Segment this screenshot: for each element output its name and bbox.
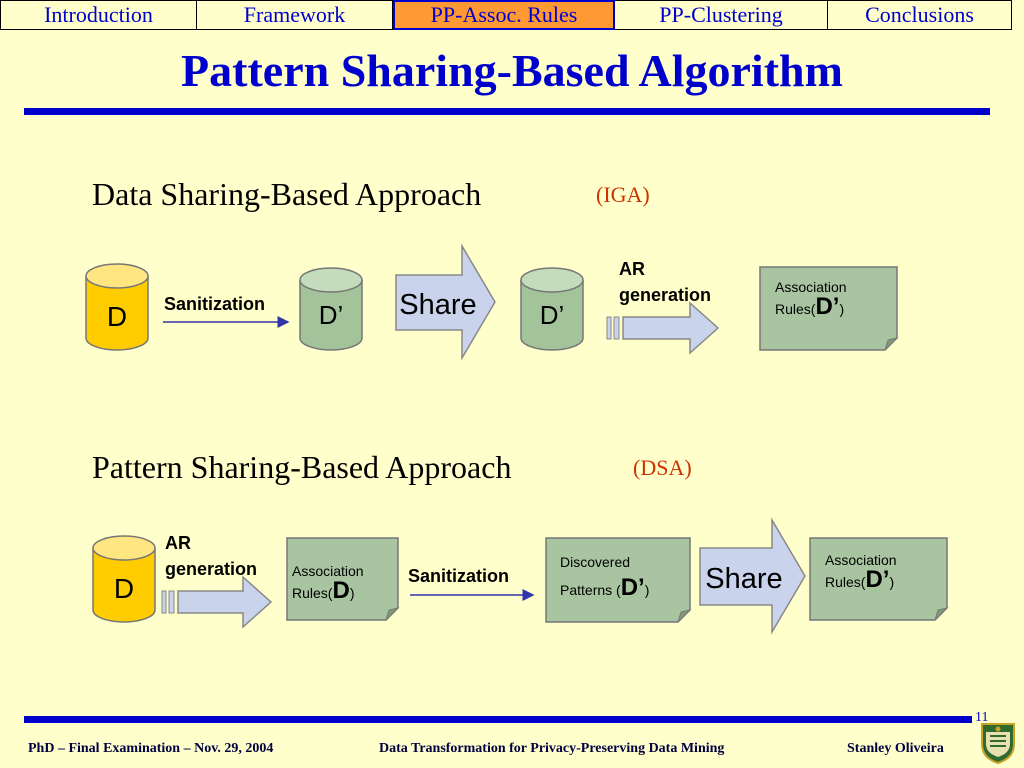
ar-generation-label: AR generation — [165, 530, 257, 582]
university-crest-icon — [981, 723, 1015, 764]
section1-tag: (IGA) — [596, 182, 650, 207]
share2-label: Share — [705, 563, 782, 595]
note-symbol: D’ — [620, 574, 645, 601]
note-line1: Discovered — [560, 554, 631, 570]
tab-introduction[interactable]: Introduction — [0, 0, 197, 30]
share-label: Share — [399, 289, 476, 321]
note-prefix: Rules( — [292, 585, 333, 601]
ar-label-line1: AR — [165, 533, 191, 553]
note-symbol: D’ — [865, 566, 890, 593]
note-symbol: D — [332, 577, 350, 604]
section2-title: Pattern Sharing-Based Approach — [92, 449, 512, 485]
slide-title: Pattern Sharing-Based Algorithm — [181, 45, 843, 96]
note-line2: Patterns (D’) — [560, 576, 650, 600]
note-prefix: Rules( — [775, 301, 816, 317]
database-d-icon — [85, 263, 149, 351]
ar-label-line2: generation — [165, 559, 258, 579]
association-rules-dprime-note-icon — [809, 537, 949, 621]
ar-generation-arrow-icon — [606, 301, 720, 355]
note-suffix: ) — [349, 585, 355, 601]
section1-title: Data Sharing-Based Approach — [92, 176, 482, 212]
footer-center: Data Transformation for Privacy-Preservi… — [379, 741, 725, 756]
footer-right: Stanley Oliveira — [847, 741, 944, 756]
note-suffix: ) — [839, 301, 845, 317]
association-rules-d-text: Association Rules(D) — [292, 561, 364, 603]
footer-divider — [24, 716, 972, 723]
share-arrow-icon — [699, 517, 806, 635]
note-symbol: D’ — [815, 293, 840, 320]
share-arrow-icon — [395, 243, 496, 361]
note-line2: Rules(D) — [292, 579, 364, 603]
note-line1: Association — [292, 563, 364, 579]
association-rules-d-note-icon — [286, 537, 400, 621]
note-line2: Rules(D’) — [775, 295, 847, 319]
tab-framework[interactable]: Framework — [197, 0, 393, 30]
ar-generation-arrow-icon — [161, 575, 273, 629]
title-divider — [24, 108, 990, 115]
database-dprime-icon — [520, 267, 584, 351]
association-rules-dprime-note-icon — [759, 266, 899, 351]
tab-pp-clustering[interactable]: PP-Clustering — [615, 0, 828, 30]
note-suffix: ) — [644, 582, 650, 598]
sanitization-label: Sanitization — [408, 566, 510, 586]
db-dprime-label: D’ — [319, 300, 344, 330]
tab-conclusions[interactable]: Conclusions — [828, 0, 1012, 30]
association-rules-dprime-text: Association Rules(D’) — [775, 277, 847, 319]
tab-pp-assoc-rules[interactable]: PP-Assoc. Rules — [393, 0, 615, 30]
note-prefix: Patterns ( — [560, 582, 621, 598]
note-suffix: ) — [889, 574, 895, 590]
note-line2: Rules(D’) — [825, 568, 897, 592]
note-line1: Association — [775, 279, 847, 295]
database-d-icon — [92, 535, 156, 623]
association-rules-dprime-text: Association Rules(D’) — [825, 550, 897, 592]
db-d2-label: D — [114, 573, 134, 604]
page-number: 11 — [975, 710, 989, 725]
db-dprime2-label: D’ — [540, 300, 565, 330]
ar-label-line2: generation — [619, 285, 712, 305]
discovered-patterns-text: Discovered Patterns (D’) — [560, 552, 649, 600]
database-dprime-icon — [299, 267, 363, 351]
ar-label-line1: AR — [619, 259, 645, 279]
note-prefix: Rules( — [825, 574, 866, 590]
note-line1: Association — [825, 552, 897, 568]
sanitization-label: Sanitization — [164, 294, 266, 314]
section2-tag: (DSA) — [633, 455, 692, 480]
db-d-label: D — [107, 301, 127, 332]
nav-tabs: Introduction Framework PP-Assoc. Rules P… — [0, 0, 1012, 30]
footer-left: PhD – Final Examination – Nov. 29, 2004 — [28, 741, 274, 756]
discovered-patterns-note-icon — [545, 537, 692, 623]
ar-generation-label: AR generation — [619, 256, 711, 308]
